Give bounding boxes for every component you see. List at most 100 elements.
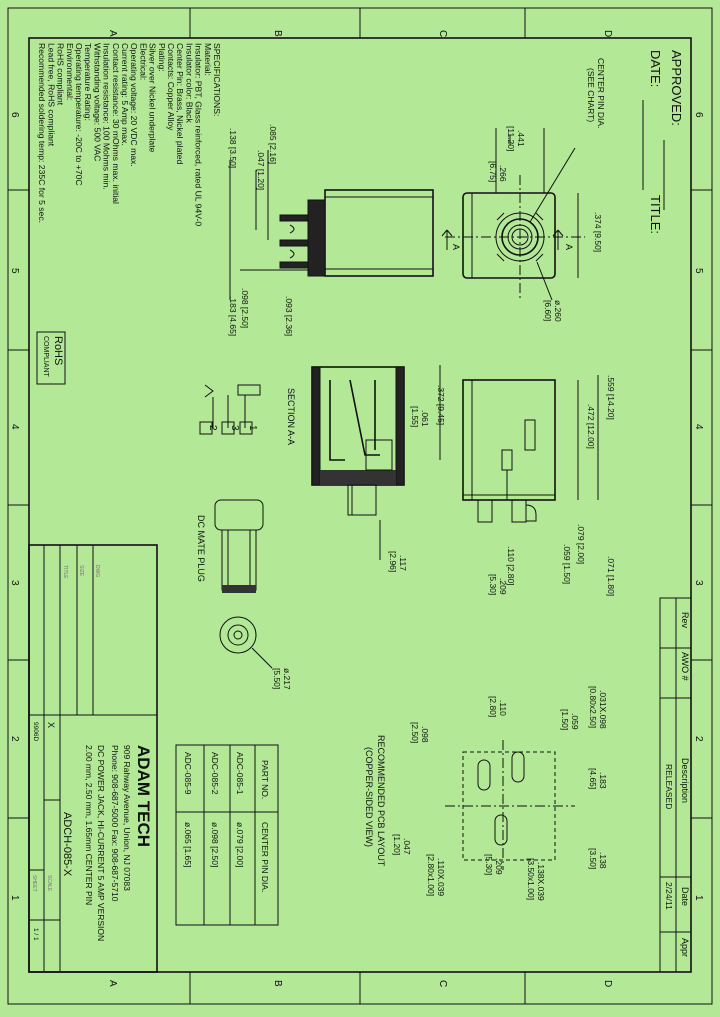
dim-071: .071 [1.80]	[606, 556, 616, 596]
dc-mate-plug-label: DC MATE PLUG	[196, 515, 206, 582]
company-address: 909 Rahway Avenue, Union, NJ 07083	[122, 745, 132, 891]
approval-block: APPROVED: DATE: TITLE:	[642, 50, 684, 234]
dim-117: .117	[398, 555, 408, 571]
table-header-pin: CENTER PIN DIA.	[260, 822, 270, 892]
zone-bottom-d: D	[602, 980, 613, 987]
spec-line: Environmental:	[65, 43, 75, 100]
top-view: A A CENTER PIN DIA. (SEE CHART) .441 [11…	[441, 58, 606, 322]
dim-098: .098 [2.50]	[240, 288, 250, 328]
zone-left-6: 6	[9, 112, 20, 118]
jack-side-view: .559 [14.20] .472 [12.00] .079 [2.00] .0…	[462, 375, 616, 596]
zone-ticks	[8, 8, 712, 1004]
table-row-3-pin: ø.065 [1.65]	[183, 822, 193, 867]
zone-left-3: 3	[9, 580, 20, 586]
dim-266: .266	[498, 165, 508, 182]
title-label: TITLE:	[648, 195, 663, 234]
pcb-183-mm: [4.65]	[588, 768, 598, 789]
pcb-183: .183	[598, 772, 608, 789]
dim-138: .138 [3.50]	[228, 128, 238, 168]
section-a-a-label: SECTION A-A	[286, 388, 296, 445]
dc-mate-plug: DC MATE PLUG ø.217 [5.50]	[196, 499, 292, 690]
dim-372: .372 [9.45]	[436, 385, 446, 425]
date-header: Date	[680, 887, 690, 906]
zone-bottom-b: B	[272, 980, 283, 987]
pcb-209-mm: [5.30]	[484, 854, 494, 875]
spec-line: Contacts: Copper Alloy	[166, 43, 176, 131]
dim-441: .441	[516, 130, 526, 147]
pcb-138: .138	[598, 852, 608, 869]
table-row-2-pin: ø.098 [2.50]	[210, 822, 220, 867]
spec-line: Withstanding voltage: 500 VAC	[92, 43, 102, 161]
pcb-110x-mm: [2.80x1.00]	[426, 854, 436, 896]
pcb-138x-mm: [3.50x1.00]	[526, 858, 536, 900]
dim-559: .559 [14.20]	[606, 375, 616, 420]
zone-left-1: 1	[9, 895, 20, 901]
pcb-110-mm: [2.80]	[488, 696, 498, 717]
tb-label-size: SIZE	[78, 565, 84, 577]
product-description: DC POWER JACK, HI-CURRENT 5 AMP VERSION	[96, 745, 106, 941]
spec-line: RoHS compliant	[56, 43, 66, 106]
spec-line: Lead free, RoHS compliant	[46, 43, 56, 147]
product-description-2: 2.00 mm, 2.50 mm, 1.65mm CENTER PIN	[84, 745, 94, 905]
pcb-098-mm: [2.50]	[410, 722, 420, 743]
dim-266-mm: [6.75]	[488, 161, 498, 182]
zone-right-4: 4	[693, 424, 704, 430]
pcb-047-mm: [1.20]	[392, 834, 402, 855]
zone-right-6: 6	[693, 112, 704, 118]
description-header: Description	[680, 758, 690, 803]
appr-header: Appr	[680, 938, 690, 957]
see-chart-label: (SEE CHART)	[586, 68, 596, 122]
date-label: DATE:	[648, 50, 663, 87]
zone-letters: A B C D A B C D 6 5 4 3 2 1 6 5 4 3 2 1	[9, 30, 704, 987]
rohs-compliant-text: COMPLIANT	[42, 336, 49, 378]
spec-line: Electrical:	[138, 43, 148, 80]
pcb-subtitle: (COPPER-SIDED VIEW)	[364, 747, 374, 847]
zone-right-2: 2	[693, 736, 704, 742]
zone-right-1: 1	[693, 895, 704, 901]
company-phone: Phone: 908-687-5000 Fax: 908-687-5710	[110, 745, 120, 902]
tb-label-scale: SCALE	[46, 875, 52, 892]
pcb-059-mm: [1.50]	[560, 709, 570, 730]
pcb-138-mm: [3.50]	[588, 848, 598, 869]
pcb-031-mm: [0.80x2.50]	[588, 686, 598, 728]
sheet-number: 1 / 1	[32, 928, 39, 941]
drawing-code: 9906D	[32, 722, 39, 741]
zone-bottom-c: C	[437, 980, 448, 987]
spec-line: Operating temperature: -20C to +70C	[74, 43, 84, 186]
company-name: ADAM TECH	[134, 745, 153, 847]
zone-left-4: 4	[9, 424, 20, 430]
pcb-031: .031X.098	[598, 690, 608, 729]
pcb-138x: .138X.039	[536, 862, 546, 901]
pcb-110: .110	[498, 700, 508, 716]
spec-line: Plating:	[157, 43, 167, 72]
dim-217-mm: [5.50]	[272, 668, 282, 689]
dim-079: .079 [2.00]	[576, 524, 586, 564]
table-row-3-part: ADC-085-9	[183, 752, 193, 795]
dim-260-mm: [6.60]	[543, 300, 553, 321]
spec-line: Center Pin: Brass, Nickel plated	[175, 43, 185, 165]
spec-line: Insulator color: Black	[184, 43, 194, 123]
dim-117-mm: [2.96]	[388, 551, 398, 572]
body-side-view: .085 [2.16] .047 [1.20] .138 [3.50] .098…	[228, 124, 434, 336]
dim-061-mm: [1.55]	[410, 406, 420, 427]
dim-110: .110 [2.80]	[506, 546, 516, 586]
zone-top-c: C	[437, 30, 448, 37]
tb-label-dwg: DWG	[94, 565, 100, 577]
pcb-layout: RECOMMENDED PCB LAYOUT (COPPER-SIDED VIE…	[364, 686, 608, 901]
dim-472: .472 [12.00]	[586, 404, 596, 449]
zone-left-2: 2	[9, 736, 20, 742]
spec-line: Contact resistance: 30 mOhms max. initia…	[111, 43, 121, 204]
zone-right-5: 5	[693, 268, 704, 274]
section-a-a: .372 [9.45] .061 [1.55] SECTION A-A .117…	[286, 365, 446, 572]
scale-x: X	[46, 722, 56, 728]
tb-label-title: TITLE	[62, 565, 68, 579]
pcb-098: .098	[420, 726, 430, 743]
rev-date: 2/24/11	[664, 882, 674, 910]
pcb-title: RECOMMENDED PCB LAYOUT	[376, 735, 386, 867]
table-header-part: PART NO.	[260, 760, 270, 799]
spec-line: Insulation resistance: 100 Mohms min.	[102, 43, 112, 190]
section-a-right: A	[564, 244, 574, 250]
zone-top-d: D	[602, 30, 613, 37]
pcb-059: .059	[570, 713, 580, 730]
